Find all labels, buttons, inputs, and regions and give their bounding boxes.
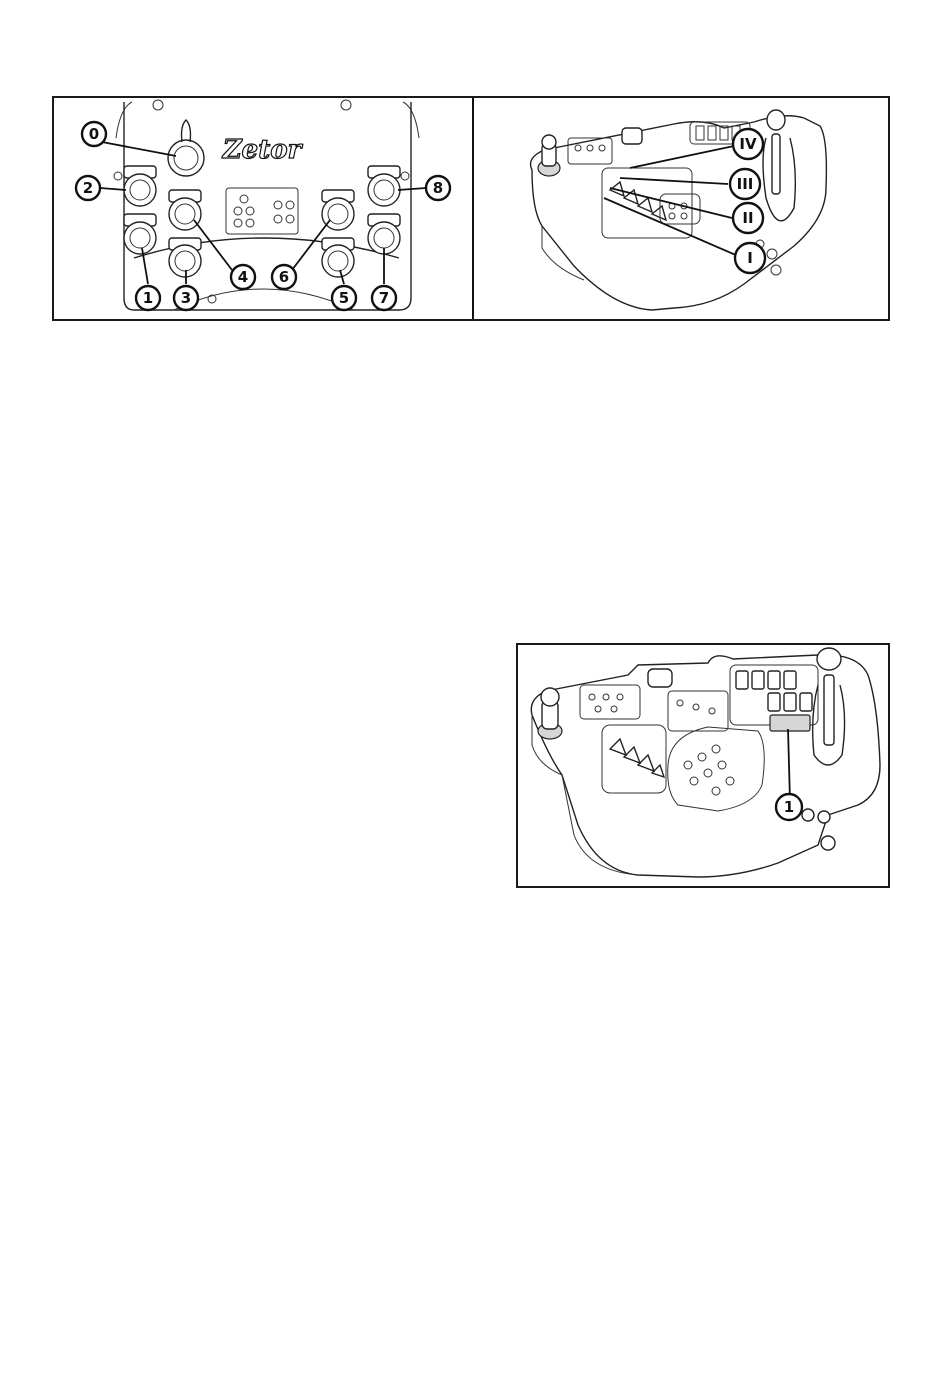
callout-IV: IV: [733, 129, 763, 159]
svg-text:1: 1: [784, 798, 794, 816]
callout-3: 3: [174, 286, 198, 310]
figure-top: Zetor: [52, 96, 890, 321]
figure-bottom: 1: [516, 643, 890, 888]
callout-6: 6: [272, 265, 296, 289]
svg-text:3: 3: [181, 289, 191, 307]
svg-text:2: 2: [83, 179, 93, 197]
coupler-8: [368, 166, 400, 206]
right-leaders: [604, 146, 738, 256]
leader-1: [788, 729, 790, 801]
svg-text:7: 7: [379, 289, 389, 307]
callout-III: III: [730, 169, 760, 199]
figure-bottom-illustration: 1: [518, 645, 888, 886]
figure-top-illustration: Zetor: [54, 98, 888, 319]
coupler-2: [124, 166, 156, 206]
callout-1: 1: [136, 286, 160, 310]
svg-text:IV: IV: [739, 135, 757, 153]
callout-5: 5: [332, 286, 356, 310]
callout-I: I: [735, 243, 765, 273]
callout-8: 8: [426, 176, 450, 200]
svg-text:1: 1: [143, 289, 153, 307]
coupler-3: [169, 238, 201, 277]
armrest-console-drawing-top: [531, 110, 827, 310]
svg-text:5: 5: [339, 289, 349, 307]
svg-text:4: 4: [238, 268, 248, 286]
callout-4: 4: [231, 265, 255, 289]
coupler-plate-drawing: Zetor: [114, 100, 419, 310]
callout-0: 0: [82, 122, 106, 146]
svg-text:I: I: [747, 249, 753, 267]
callout-7: 7: [372, 286, 396, 310]
callout-II: II: [733, 203, 763, 233]
svg-text:0: 0: [89, 125, 99, 143]
svg-text:8: 8: [433, 179, 443, 197]
svg-text:6: 6: [279, 268, 289, 286]
coupler-1: [124, 214, 156, 254]
svg-text:II: II: [742, 209, 753, 227]
armrest-console-drawing-bottom: [531, 648, 880, 877]
callout-2: 2: [76, 176, 100, 200]
callout-bottom-1: 1: [776, 794, 802, 820]
zetor-logo: Zetor: [222, 135, 304, 165]
coupler-5: [322, 238, 354, 277]
svg-text:III: III: [737, 175, 754, 193]
